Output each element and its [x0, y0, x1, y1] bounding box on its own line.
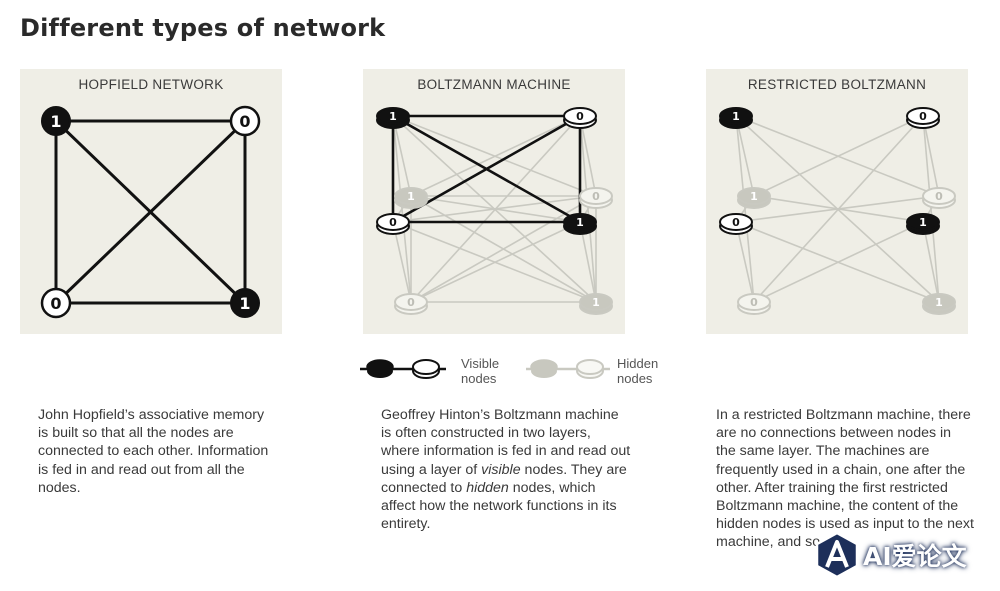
page-title: Different types of network — [20, 14, 386, 42]
node-label: 0 — [732, 216, 740, 229]
node-label: 0 — [239, 112, 250, 131]
edge — [579, 221, 597, 303]
node-off: 0 — [229, 105, 261, 137]
visible-node: 0 — [906, 107, 940, 129]
legend-text: nodes — [461, 371, 497, 386]
node-label: 0 — [919, 110, 927, 123]
visible-node: 0 — [563, 107, 597, 129]
restricted-heading: RESTRICTED BOLTZMANN — [747, 77, 927, 92]
hidden-node: 1 — [579, 293, 613, 315]
edge — [579, 115, 597, 197]
visible-node: 1 — [376, 107, 410, 129]
legend-text: Visible — [461, 356, 500, 371]
description-emphasis: hidden — [466, 479, 509, 496]
edge — [735, 115, 755, 197]
hidden-node: 0 — [737, 293, 771, 315]
edge — [392, 115, 412, 197]
node-label: 1 — [389, 110, 397, 123]
ai-logo-icon — [815, 531, 859, 579]
hopfield-panel: 1 0 0 1 — [20, 69, 282, 334]
node-label: 1 — [239, 294, 250, 313]
description-text: nodes, which affect how the network func… — [381, 479, 617, 533]
description-emphasis: visible — [481, 461, 521, 478]
edge — [753, 221, 924, 303]
hidden-node: 0 — [922, 187, 956, 209]
hidden-nodes-legend-icon — [526, 359, 610, 379]
legend-text: Hidden — [617, 356, 659, 371]
node-label: 1 — [407, 190, 415, 203]
legend-text: nodes — [617, 371, 653, 386]
edge — [54, 119, 247, 305]
node-label: 1 — [732, 110, 740, 123]
hidden-node: 0 — [394, 293, 428, 315]
watermark: AI爱论文 — [813, 529, 991, 581]
visible-node: 0 — [719, 213, 753, 235]
boltzmann-description: Geoffrey Hinton’s Boltzmann machine is o… — [381, 406, 631, 533]
visible-node: 1 — [563, 213, 597, 235]
hopfield-diagram: 1 0 0 1 — [40, 105, 261, 319]
edge — [753, 115, 924, 197]
description-text: Geoffrey Hinton’s Boltzmann machine is o… — [381, 407, 631, 478]
hidden-node: 1 — [394, 187, 428, 209]
node-label: 0 — [592, 190, 600, 203]
node-label: 1 — [576, 216, 584, 229]
node-label: 0 — [935, 190, 943, 203]
visible-node: 0 — [376, 213, 410, 235]
hopfield-description: John Hopfield’s associative memory is bu… — [38, 407, 269, 496]
node-label: 0 — [389, 216, 397, 229]
hopfield-heading: HOPFIELD NETWORK — [78, 77, 224, 92]
node-label: 1 — [935, 296, 943, 309]
node-label: 1 — [50, 112, 61, 131]
node-label: 0 — [407, 296, 415, 309]
edge — [922, 115, 940, 197]
restricted-description: In a restricted Boltzmann machine, there… — [716, 407, 974, 551]
edge — [410, 115, 581, 197]
edge — [922, 221, 940, 303]
node-on: 1 — [230, 288, 260, 318]
description-text: nodes. They are connected to — [381, 461, 627, 496]
visible-node: 1 — [906, 213, 940, 235]
node-label: 0 — [576, 110, 584, 123]
hidden-node: 1 — [737, 187, 771, 209]
hidden-node: 1 — [922, 293, 956, 315]
visible-nodes-legend-label: Visible nodes — [461, 356, 521, 386]
boltzmann-heading: BOLTZMANN MACHINE — [417, 77, 571, 92]
node-label: 0 — [750, 296, 758, 309]
legend: Visible nodes Hidden nodes — [358, 352, 678, 392]
edge — [753, 195, 924, 223]
edge — [410, 195, 581, 223]
edge — [410, 221, 581, 303]
hidden-nodes-legend-label: Hidden nodes — [617, 356, 677, 386]
node-label: 1 — [592, 296, 600, 309]
edge — [735, 221, 755, 303]
visible-nodes-legend-icon — [360, 359, 446, 379]
node-label: 1 — [919, 216, 927, 229]
node-label: 0 — [50, 294, 61, 313]
node-off: 0 — [40, 287, 72, 319]
node-on: 1 — [41, 106, 71, 136]
node-label: 1 — [750, 190, 758, 203]
visible-node: 1 — [719, 107, 753, 129]
edge — [392, 221, 412, 303]
hidden-node: 0 — [579, 187, 613, 209]
watermark-text: AI爱论文 — [863, 542, 967, 571]
